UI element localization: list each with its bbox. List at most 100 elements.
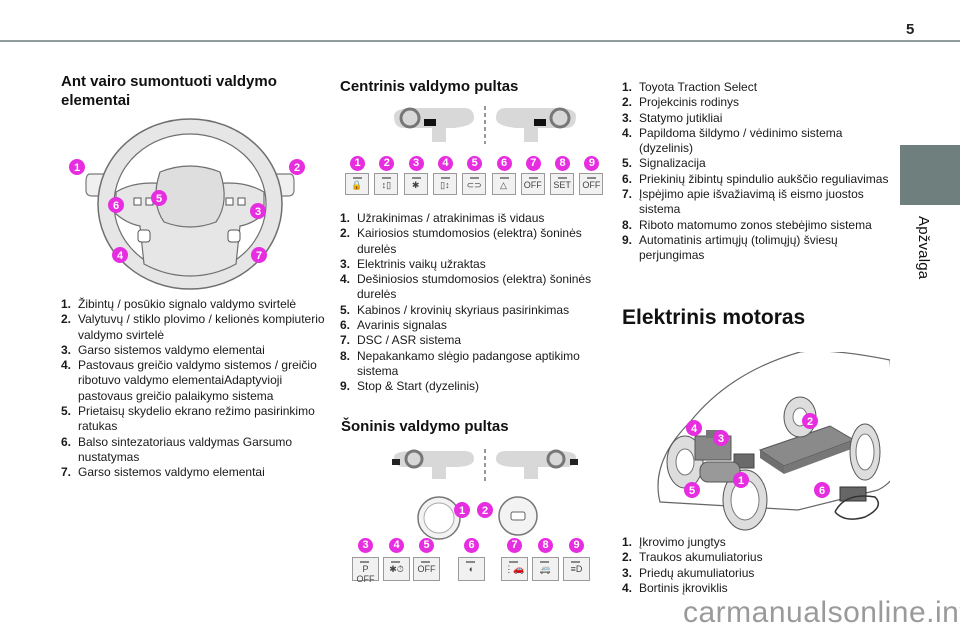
park-sensor-off-icon: P OFF xyxy=(356,564,375,584)
steering-callout-6: 6 xyxy=(108,197,124,213)
central-list: 1.Užrakinimas / atrakinimas iš vidaus 2.… xyxy=(340,211,610,395)
lane-departure-button[interactable]: ⋮🚗 xyxy=(501,557,528,581)
steering-title: Ant vairo sumontuoti valdymo elementai xyxy=(61,72,331,110)
electric-list: 1.Įkrovimo jungtys 2.Traukos akumuliator… xyxy=(622,535,897,596)
side-panel-list: 1.Toyota Traction Select 2.Projekcinis r… xyxy=(622,80,897,264)
svg-text:2: 2 xyxy=(294,162,300,174)
indicator-led xyxy=(382,177,392,179)
svg-text:3: 3 xyxy=(255,206,261,218)
electric-motor xyxy=(699,461,741,483)
steering-list: 1.Žibintų / posūkio signalo valdymo svir… xyxy=(61,297,331,481)
indicator-led xyxy=(509,561,518,563)
callout-s2: 2 xyxy=(477,502,493,518)
airbag-hub xyxy=(155,165,225,228)
right-sliding-door-button[interactable]: ▯↕ xyxy=(432,173,457,195)
chapter-tab[interactable] xyxy=(900,145,960,205)
list-item: 5.Signalizacija xyxy=(622,156,706,171)
side-callout-6: 6 xyxy=(464,538,479,553)
indicator-led xyxy=(558,177,568,179)
stop-start-off-icon: OFF xyxy=(582,180,601,190)
list-item: 1.Įkrovimo jungtys xyxy=(622,535,726,549)
svg-text:1: 1 xyxy=(459,505,465,517)
svg-text:6: 6 xyxy=(819,485,825,497)
dashboard-layout-illustration xyxy=(394,106,576,144)
list-item: 9.Automatinis artimųjų (tolimųjų) šviesų… xyxy=(622,232,838,263)
svg-text:7: 7 xyxy=(256,250,262,262)
auto-high-beam-button[interactable]: ≡D xyxy=(563,557,590,581)
motor-callout-6: 6 xyxy=(814,482,830,498)
side-callout-9: 9 xyxy=(569,538,584,553)
tire-pressure-set-button[interactable]: SET xyxy=(550,173,575,195)
lock-button[interactable]: 🔒 xyxy=(345,173,369,195)
stop-start-off-button[interactable]: OFF xyxy=(579,173,604,195)
central-section: Centrinis valdymo pultas xyxy=(340,72,610,96)
charging-cable xyxy=(834,486,880,520)
list-item: 7.Įspėjimo apie išvažiavimą iš eismo juo… xyxy=(622,187,864,217)
svg-text:6: 6 xyxy=(113,200,119,212)
side-callout-4: 4 xyxy=(389,538,404,553)
headlamp-leveling-icon: ◐ xyxy=(468,564,475,574)
hud-control-pad xyxy=(498,496,538,536)
steering-callout-4: 4 xyxy=(112,247,128,263)
list-item: 3.Elektrinis vaikų užraktas xyxy=(340,256,486,271)
tire-pressure-set-icon: SET xyxy=(553,180,571,190)
motor-callout-4: 4 xyxy=(686,420,702,436)
motor-callout-3: 3 xyxy=(713,430,729,446)
header-rule xyxy=(0,40,960,42)
list-item: 4.Dešiniosios stumdomosios (elektra) šon… xyxy=(340,272,592,302)
headlamp-leveling-button[interactable]: ◐ xyxy=(458,557,485,581)
blind-spot-icon: 🚐 xyxy=(539,564,552,574)
list-item: 2.Projekcinis rodinys xyxy=(622,95,740,110)
front-wheel-far xyxy=(666,435,704,489)
list-item: 3.Priedų akumuliatorius xyxy=(622,565,755,580)
side-callout-7: 7 xyxy=(507,538,522,553)
traction-select-dial xyxy=(417,496,461,540)
blind-spot-button[interactable]: 🚐 xyxy=(532,557,559,581)
child-lock-button[interactable]: ✱ xyxy=(403,173,428,195)
list-item: 4.Papildoma šildymo / vėdinimo sistema (… xyxy=(622,125,843,156)
steering-title-line1: Ant vairo sumontuoti valdymo xyxy=(61,73,277,90)
cabin-cargo-button[interactable]: ⊂⊃ xyxy=(462,173,487,195)
motor-callout-5: 5 xyxy=(684,482,700,498)
left-sliding-door-button[interactable]: ↕▯ xyxy=(374,173,399,195)
aux-heater-timer-icon: ✱⏱ xyxy=(389,564,404,574)
steering-wheel-illustration: 1 2 3 4 5 6 7 xyxy=(69,118,305,290)
auxiliary-battery xyxy=(733,453,755,469)
steering-callout-5: 5 xyxy=(151,190,167,206)
side-panel-dials-illustration: 1 2 xyxy=(417,496,538,540)
alarm-off-button[interactable]: OFF xyxy=(413,557,440,581)
indicator-led xyxy=(421,561,430,563)
side-panel-title: Šoninis valdymo pultas xyxy=(341,418,509,435)
right-sliding-door-icon: ▯↕ xyxy=(440,180,450,190)
indicator-led xyxy=(466,561,475,563)
indicator-led xyxy=(587,177,597,179)
indicator-led xyxy=(440,177,450,179)
steering-callout-1: 1 xyxy=(69,159,85,175)
list-item: 1.Toyota Traction Select xyxy=(622,80,758,94)
indicator-led xyxy=(499,177,509,179)
hazard-icon: △ xyxy=(500,180,507,190)
auto-high-beam-icon: ≡D xyxy=(570,564,583,574)
central-callout-9: 9 xyxy=(584,156,600,171)
watermark[interactable]: carmanualsonline.info xyxy=(683,596,960,629)
steering-callout-3: 3 xyxy=(250,203,266,219)
central-callout-4: 4 xyxy=(437,156,453,171)
indicator-led xyxy=(528,177,538,179)
list-item: 4.Pastovaus greičio valdymo sistemos / g… xyxy=(61,358,317,403)
list-item: 2.Traukos akumuliatorius xyxy=(622,550,763,565)
central-callout-8: 8 xyxy=(555,156,571,171)
side-callout-3: 3 xyxy=(358,538,373,553)
child-lock-icon: ✱ xyxy=(411,180,420,190)
indicator-led xyxy=(353,177,362,179)
list-item: 3.Statymo jutikliai xyxy=(622,110,723,125)
dsc-off-button[interactable]: OFF xyxy=(520,173,545,195)
indicator-led xyxy=(411,177,421,179)
park-sensor-off-button[interactable]: P OFF xyxy=(352,557,379,584)
hazard-button[interactable]: △ xyxy=(491,173,516,195)
list-item: 4.Bortinis įkroviklis xyxy=(622,580,728,595)
svg-text:1: 1 xyxy=(74,162,80,174)
aux-heater-timer-button[interactable]: ✱⏱ xyxy=(383,557,410,581)
svg-text:4: 4 xyxy=(117,250,124,262)
indicator-led xyxy=(571,561,580,563)
cabin-cargo-icon: ⊂⊃ xyxy=(466,180,482,190)
